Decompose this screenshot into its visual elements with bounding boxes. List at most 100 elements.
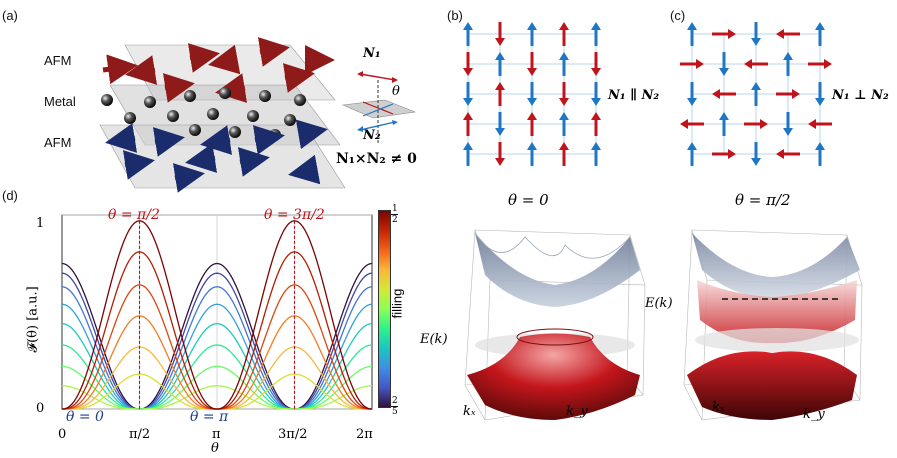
spin-arrow (712, 29, 736, 39)
xlabel: θ (211, 441, 219, 456)
lower-band-b (467, 333, 640, 420)
trilayer-illustration (99, 37, 417, 193)
spin-arrow (527, 82, 537, 106)
annotation-pi: θ = π (190, 409, 229, 425)
filling-curve (61, 220, 373, 410)
spin-arrow (495, 142, 505, 166)
energy-label-b: E(k) (420, 332, 448, 347)
spin-arrow (591, 112, 601, 136)
spin-arrow (744, 119, 768, 129)
filling-curve (61, 322, 373, 410)
panel-a-tag: (a) (2, 8, 18, 23)
spin-arrow (815, 82, 825, 106)
spin-arrow (527, 22, 537, 46)
xtick-1: π/2 (129, 427, 151, 442)
layer-label-top: AFM (44, 53, 72, 68)
colorbar-top-fracbar (391, 214, 398, 215)
top-spin-arrows (102, 37, 335, 103)
spin-arrow (815, 22, 825, 46)
spin-arrow (776, 89, 800, 99)
spin-arrow (687, 82, 697, 106)
spin-arrow (687, 142, 697, 166)
annotation-3pi-half: θ = 3π/2 (264, 207, 325, 223)
upper-band-c (692, 233, 860, 299)
angle-c: θ = π/2 (735, 191, 791, 209)
spin-arrow (808, 119, 832, 129)
kx-label-b: kₓ (463, 404, 476, 419)
ytick-0: 0 (36, 401, 45, 416)
panel-d-tag: (d) (2, 188, 18, 203)
spin-arrow (776, 29, 800, 39)
spin-arrow (527, 142, 537, 166)
xtick-4: 2π (356, 427, 373, 442)
layer-label-bottom: AFM (44, 135, 72, 150)
spin-arrow (751, 82, 761, 106)
spin-arrow (495, 112, 505, 136)
ytick-1: 1 (36, 216, 45, 231)
filling-chart (61, 214, 373, 410)
filling-curve (61, 365, 373, 410)
relation-b: N₁ ∥ N₂ (608, 88, 660, 103)
spin-arrow (463, 142, 473, 166)
xtick-2: π (212, 427, 221, 442)
spin-arrow (751, 142, 761, 166)
spin-grid-b (463, 22, 601, 166)
bottom-spin-arrows (105, 119, 328, 193)
xtick-0: 0 (58, 427, 67, 442)
colorbar-bot-den: 5 (392, 407, 398, 417)
lower-band-c (687, 351, 857, 420)
band-structure-c (683, 229, 863, 421)
colorbar (378, 210, 391, 408)
panel-b-tag: (b) (447, 8, 463, 23)
colorbar-top-num: 1 (392, 204, 398, 214)
middle-band-c (697, 280, 857, 344)
spin-arrow (495, 22, 505, 46)
upper-band-b (475, 233, 640, 307)
colorbar-bot-num: 2 (392, 396, 398, 406)
panel-c-tag: (c) (670, 8, 686, 23)
spin-arrow (463, 52, 473, 76)
spin-arrow (776, 149, 800, 159)
spin-arrow (680, 119, 704, 129)
spin-arrow (591, 22, 601, 46)
spin-arrow (783, 52, 793, 76)
ky-label-c: k_y (803, 407, 825, 422)
spin-arrow (712, 89, 736, 99)
spin-arrow (680, 59, 704, 69)
filling-curve (61, 272, 373, 410)
band-structure-b (464, 229, 646, 421)
filling-curve (61, 344, 373, 410)
n1-label: N₁ (363, 46, 381, 61)
colorbar-top-den: 2 (392, 215, 398, 225)
spin-arrow (591, 142, 601, 166)
spin-arrow (559, 22, 569, 46)
energy-label-c: E(k) (645, 296, 673, 311)
spin-grid-c (680, 22, 832, 166)
layer-label-middle: Metal (44, 94, 76, 109)
filling-curve (61, 262, 373, 410)
spin-arrow (527, 52, 537, 76)
spin-arrow (719, 112, 729, 136)
spin-arrow (463, 112, 473, 136)
spin-arrow (712, 149, 736, 159)
spin-arrow (495, 52, 505, 76)
angle-b: θ = 0 (508, 191, 549, 209)
colorbar-bot-fracbar (391, 406, 398, 407)
spin-arrow (495, 82, 505, 106)
spin-arrow (559, 142, 569, 166)
annotation-pi-half: θ = π/2 (108, 207, 160, 223)
spin-arrow (463, 22, 473, 46)
spin-arrow (687, 22, 697, 46)
xtick-3: 3π/2 (278, 427, 308, 442)
filling-curve (61, 385, 373, 410)
spin-arrow (463, 82, 473, 106)
spin-arrow (559, 82, 569, 106)
n2-label: N₂ (363, 128, 381, 143)
inset-n1-arrow (359, 73, 396, 81)
ky-label-b: k_y (566, 404, 588, 419)
spin-arrow (591, 52, 601, 76)
spin-arrow (751, 22, 761, 46)
cross-product-label: N₁×N₂ ≠ 0 (336, 151, 417, 167)
spin-arrow (559, 52, 569, 76)
relation-c: N₁ ⊥ N₂ (832, 88, 889, 103)
